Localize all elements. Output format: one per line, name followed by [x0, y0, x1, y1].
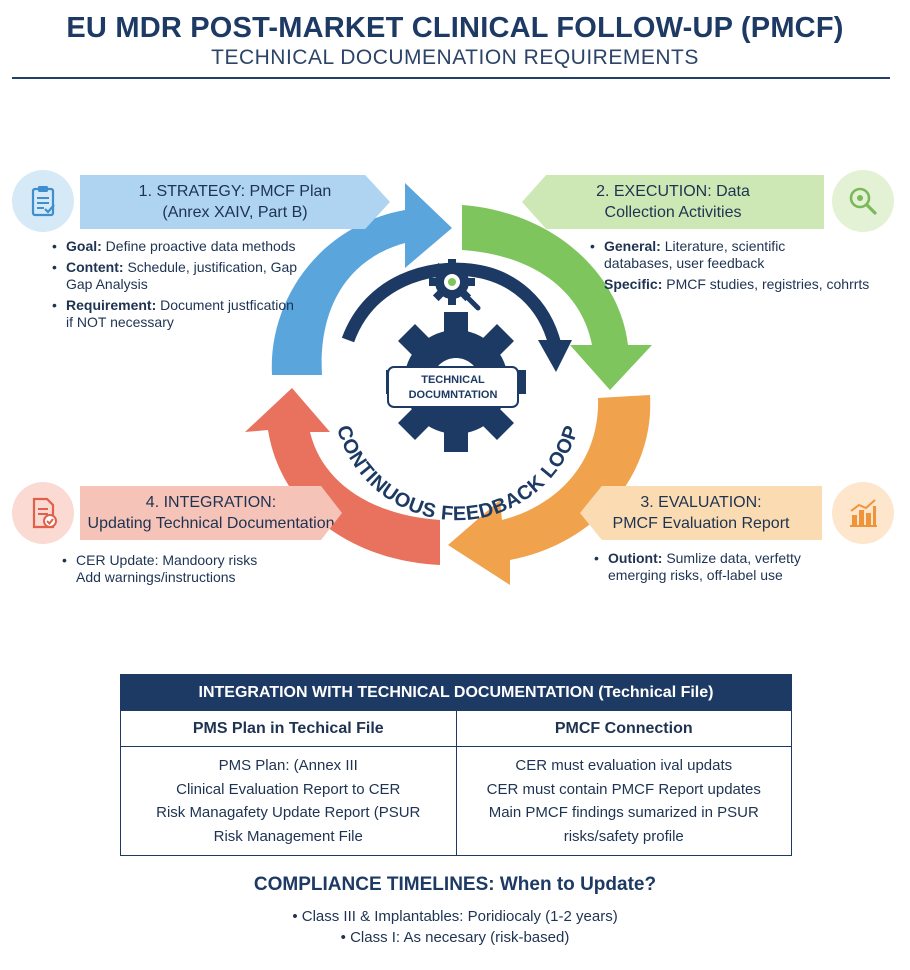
pmcf-connection-column: CER must evaluation ival updats CER must… — [457, 747, 792, 855]
col-header-pms-plan: PMS Plan in Techical File — [121, 711, 457, 746]
document-check-icon — [32, 497, 57, 529]
bullet-text-cont: Gap Analysis — [66, 276, 148, 292]
bullet-text-cont: Add warnings/instructions — [76, 569, 236, 585]
magnifier-icon — [849, 187, 877, 215]
timelines-list: • Class III & Implantables: Poridiocaly … — [0, 906, 910, 948]
col-header-pmcf-connection: PMCF Connection — [554, 719, 693, 737]
step3-banner: 3. EVALUATION: PMCF Evaluation Report — [580, 486, 822, 540]
table-cell: PMS Plan: (Annex III — [218, 757, 358, 775]
bullet-text-cont: if NOT necessary — [66, 314, 174, 330]
bullet-text-cont: emerging risks, off-label use — [608, 567, 783, 583]
integration-table: INTEGRATION WITH TECHNICAL DOCUMENTATION… — [120, 674, 792, 856]
bullet-text: Schedule, justification, Gap — [127, 259, 298, 275]
bullet-text: CER Update: Mandoory risks — [76, 552, 258, 568]
table-cell: Risk Management File — [213, 827, 363, 845]
page-title: EU MDR POST-MARKET CLINICAL FOLLOW-UP (P… — [66, 12, 844, 44]
pms-plan-column: PMS Plan: (Annex III Clinical Evaluation… — [121, 747, 457, 855]
bullet-text: Sumlize data, verfetty — [666, 550, 801, 566]
step3-title-line2: PMCF Evaluation Report — [612, 515, 790, 532]
bullet-label: Requirement: — [66, 297, 157, 313]
step1-icon-badge — [12, 170, 74, 232]
integration-table-body: PMS Plan: (Annex III Clinical Evaluation… — [121, 747, 791, 855]
step1-bullets: •Goal: Define proactive data methods •Co… — [52, 238, 332, 335]
bullet-text: Document justfication — [160, 297, 294, 313]
step4-title-line1: 4. INTEGRATION: — [145, 494, 277, 511]
cycle-arrow-strategy — [271, 183, 452, 375]
inner-loop-arrowhead — [538, 340, 572, 372]
page-subtitle: TECHNICAL DOCUMENATION REQUIREMENTS — [211, 46, 699, 69]
timeline-item: • Class III & Implantables: Poridiocaly … — [292, 908, 618, 925]
clipboard-icon — [31, 186, 55, 217]
step4-icon-badge — [12, 482, 74, 544]
step1-banner: 1. STRATEGY: PMCF Plan (Anrex XAIV, Part… — [80, 175, 390, 229]
step2-title-line2: Collection Activities — [604, 204, 742, 221]
bullet-label: General: — [604, 238, 661, 254]
step2-banner: 2. EXECUTION: Data Collection Activities — [522, 175, 824, 229]
step1-title-line2: (Anrex XAIV, Part B) — [162, 204, 308, 221]
center-label-box — [387, 366, 519, 408]
bullet-text-cont: databases, user feedback — [604, 255, 765, 271]
header-divider — [12, 77, 890, 79]
timelines-title: COMPLIANCE TIMELINES: When to Update? — [253, 874, 657, 895]
step3-icon-badge — [832, 482, 894, 544]
table-cell: CER must evaluation ival updats — [515, 757, 733, 775]
table-cell: Main PMCF findings sumarized in PSUR — [488, 804, 759, 822]
table-cell: Risk Managafety Update Report (PSUR — [156, 804, 421, 822]
bullet-label: Content: — [66, 259, 124, 275]
step1-bullet: •Goal: Define proactive data methods — [52, 238, 296, 254]
bullet-label: Outiont: — [608, 550, 663, 566]
table-cell: CER must contain PMCF Report updates — [486, 780, 761, 798]
cycle-arrow-execution — [462, 205, 652, 390]
center-label-line2: DOCUMNTATION — [409, 389, 498, 401]
step2-title-line1: 2. EXECUTION: Data — [596, 183, 750, 200]
step2-icon-badge — [832, 170, 894, 232]
step2-bullet: Specific: PMCF studies, registries, cohr… — [590, 276, 900, 293]
integration-table-header-row: PMS Plan in Techical File PMCF Connectio… — [121, 711, 791, 747]
bar-chart-icon — [850, 499, 877, 527]
cycle-arrow-evaluation — [448, 395, 651, 585]
step4-title-line2: Updating Technical Documentation — [87, 515, 335, 532]
cycle-arrow-integration — [245, 388, 440, 565]
bullet-label: Goal: — [66, 238, 102, 254]
bullet-label: Specific: — [604, 276, 663, 292]
feedback-cycle-diagram: TECHNICAL DOCUMNTATION CONTINUOUS FEEDBA… — [245, 183, 652, 585]
inner-loop-arc — [341, 262, 562, 347]
integration-table-title: INTEGRATION WITH TECHNICAL DOCUMENTATION… — [121, 675, 791, 711]
timeline-item: • Class I: As necesary (risk-based) — [340, 929, 570, 946]
step1-title-line1: 1. STRATEGY: PMCF Plan — [138, 183, 332, 200]
center-label-line1: TECHNICAL — [421, 374, 485, 386]
step4-banner: 4. INTEGRATION: Updating Technical Docum… — [80, 486, 342, 540]
table-cell: Clinical Evaluation Report to CER — [176, 780, 401, 798]
bullet-text: Define proactive data methods — [105, 238, 296, 254]
bullet-text: Literature, scientific — [664, 238, 786, 254]
bullet-text: PMCF studies, registries, cohrrts — [666, 276, 870, 292]
step3-title-line1: 3. EVALUATION: — [640, 494, 762, 511]
table-cell: risks/safety profile — [563, 827, 684, 845]
